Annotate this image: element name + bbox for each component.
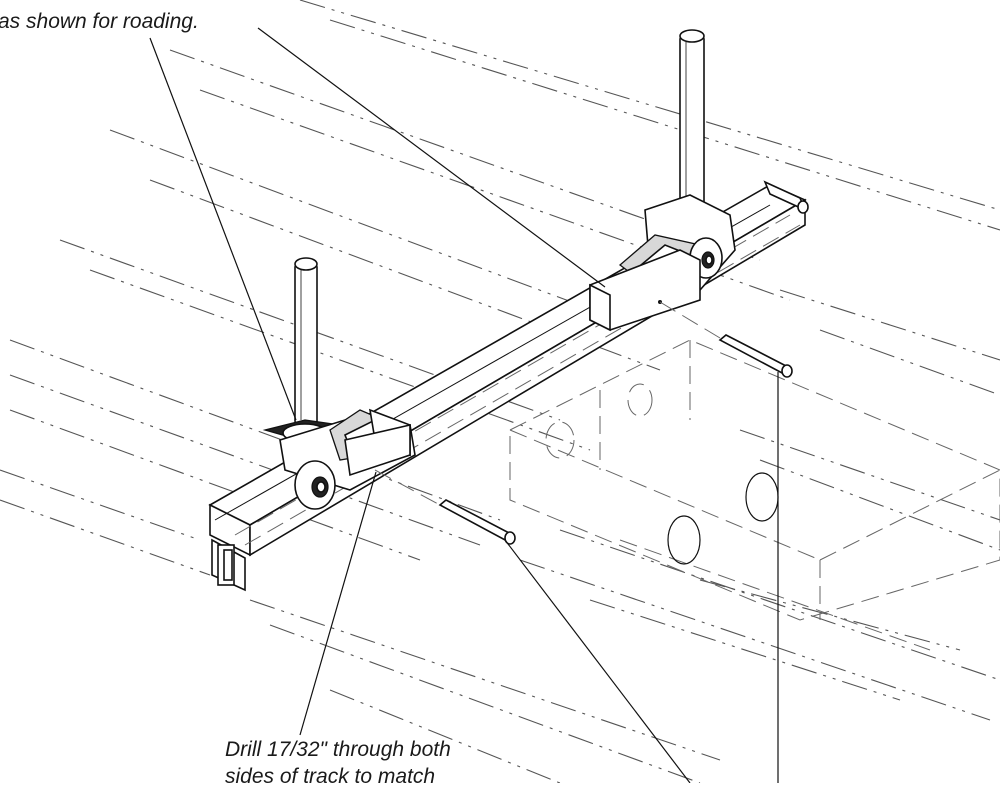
drill-instruction-note: Drill 17/32" through both sides of track… [225, 736, 451, 790]
locking-pins [374, 301, 793, 545]
drill-instruction-line-2: sides of track to match [225, 765, 436, 788]
right-pin-assembly [589, 29, 736, 332]
left-pin-assembly [262, 257, 416, 510]
crossmember-hidden [509, 339, 1000, 651]
leader-lines [149, 27, 779, 784]
drill-instruction-line-1: Drill 17/32" through both [225, 738, 451, 761]
roading-note: as shown for roading. [0, 10, 199, 33]
